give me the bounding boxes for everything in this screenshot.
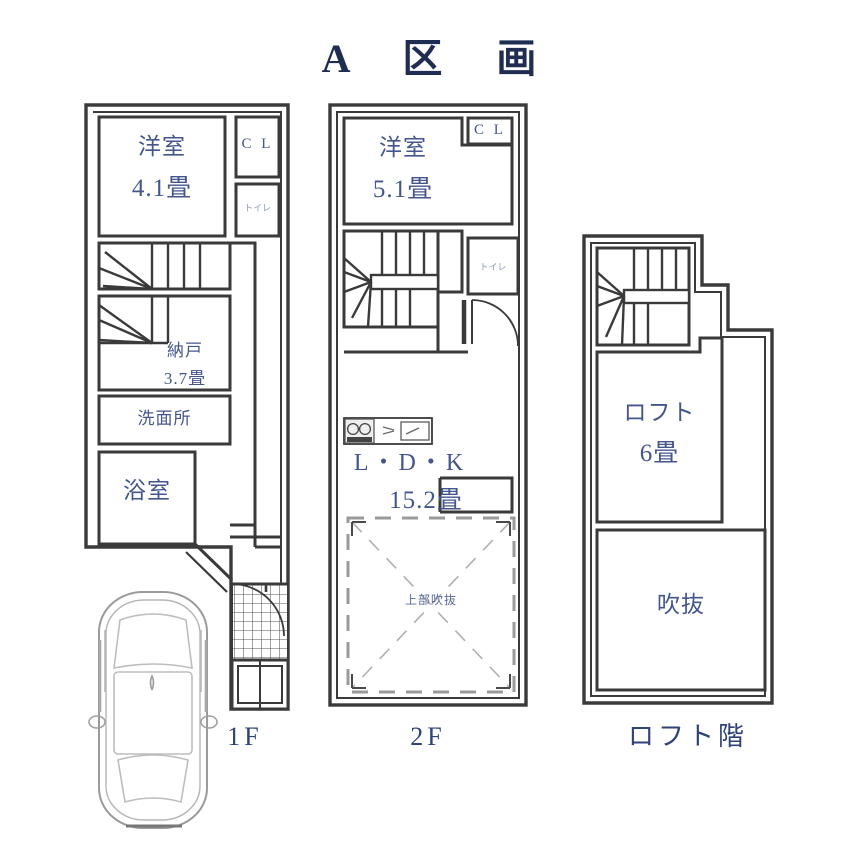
f2-bedroom-size: 5.1畳 [372, 176, 434, 203]
f1-closet-label: C L [241, 136, 274, 152]
f2-void-area [346, 516, 516, 694]
f2-hall-wall [344, 327, 440, 354]
loft-room-outline [595, 336, 724, 524]
f2-ldk-size: 15.2畳 [389, 487, 463, 514]
f2-closet-label: C L [474, 122, 506, 138]
f2-closet-outline [466, 116, 514, 146]
loft-void-outline [595, 528, 767, 692]
f1-storage-label: 納戸 [167, 341, 203, 360]
f1-bedroom-label: 洋室 [138, 134, 186, 159]
f1-washroom-label: 洗面所 [137, 409, 192, 428]
f1-bedroom-outline [97, 115, 227, 238]
f2-void-label: 上部吹抜 [404, 593, 457, 607]
floor-2f-group [328, 103, 528, 707]
stairs-icon-lower [98, 296, 170, 345]
stairs-icon-loft [596, 248, 691, 346]
loft-void-label: 吹抜 [657, 592, 705, 617]
f1-entrance-diagonal [193, 542, 234, 582]
f2-bedroom-label: 洋室 [379, 135, 427, 160]
page-title: A 区 画 [321, 36, 559, 81]
floor-1f-group [84, 103, 290, 711]
loft-room-size: 6畳 [639, 440, 680, 467]
f1-outer-wall-inner-line [93, 111, 282, 702]
floor-tag-loft: ロフト階 [627, 722, 748, 751]
f2-toilet-label: トイレ [479, 262, 507, 272]
loft-room-label: ロフト [623, 400, 696, 425]
f2-ldk-niche [440, 476, 514, 514]
f1-bedroom-size: 4.1畳 [131, 175, 193, 202]
f2-outer-wall-inner-line [336, 111, 520, 699]
f1-toilet-outline [234, 182, 281, 238]
floor-loft-group [582, 234, 774, 705]
sink-icon [400, 421, 430, 441]
floor-tag-2f: 2F [410, 722, 446, 751]
door-swing-icon-2f [471, 299, 519, 347]
f1-bath-outline [97, 450, 197, 546]
f2-void-arrows [351, 521, 511, 689]
car-top-view-icon [88, 591, 218, 829]
f2-ldk-label: L・D・K [353, 450, 467, 476]
stairs-icon-2f [343, 231, 440, 328]
entrance-tile-icon [231, 583, 289, 661]
stairs-icon [98, 243, 202, 291]
f2-void-cross [351, 521, 511, 689]
f1-bath-label: 浴室 [123, 478, 171, 503]
door-swing-icon [231, 583, 285, 637]
f1-stair-upper-outline [97, 241, 232, 291]
f1-closet-outline [234, 115, 281, 179]
f1-washroom-outline [97, 394, 232, 446]
f1-storage-size: 3.7畳 [163, 369, 207, 388]
f1-corridor-wall [230, 241, 257, 547]
f1-toilet-label: トイレ [243, 203, 271, 213]
floor-tag-1f: 1F [227, 722, 263, 751]
f2-toilet-outline [466, 236, 520, 296]
